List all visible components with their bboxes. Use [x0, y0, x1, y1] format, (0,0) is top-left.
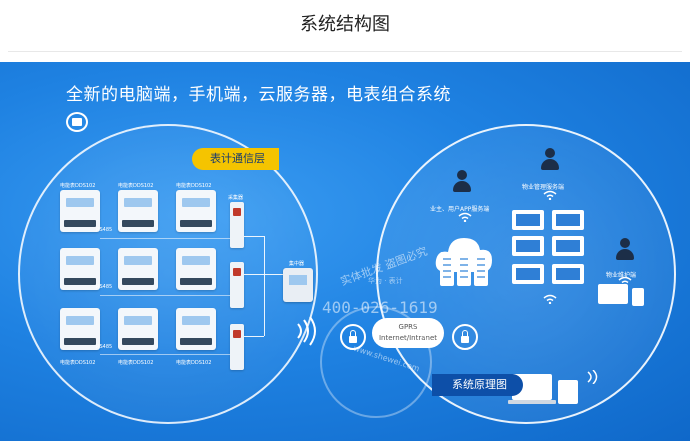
rs485-label: RS485	[96, 227, 113, 233]
meter	[60, 190, 100, 232]
dashboard-screen	[512, 236, 544, 256]
diagram-panel: 全新的电脑端，手机端，云服务器，电表组合系统 表计通信层 电能表DDS102 电…	[0, 62, 690, 441]
wifi-icon	[543, 294, 557, 304]
meter	[176, 190, 216, 232]
wire	[244, 274, 284, 275]
collector	[230, 202, 244, 248]
collector	[230, 324, 244, 370]
video-icon[interactable]	[66, 112, 88, 132]
meter	[118, 308, 158, 350]
meter	[118, 190, 158, 232]
wifi-icon	[543, 190, 557, 200]
dashboard-screen	[552, 264, 584, 284]
wifi-icon	[458, 212, 472, 222]
system-diagram-badge: 系统原理图	[432, 374, 523, 396]
dashboard-screen	[512, 264, 544, 284]
server-icon	[457, 252, 471, 286]
lock-icon	[452, 324, 478, 350]
meter	[176, 248, 216, 290]
rs485-label: RS485	[96, 344, 113, 350]
watermark-text: 华为 · 表计	[368, 277, 403, 285]
dashboard-screen	[512, 210, 544, 230]
watermark-seal	[320, 306, 432, 418]
meter-label: 电能表DDS102	[176, 360, 212, 366]
user-icon	[452, 170, 472, 192]
panel-title: 全新的电脑端，手机端，云服务器，电表组合系统	[66, 85, 451, 105]
meter-label: 电能表DDS102	[60, 360, 96, 366]
watermark-phone: 400-026-1619	[322, 298, 438, 317]
wire	[264, 236, 265, 336]
owner-app-label: 业主、用户APP服务端	[430, 206, 490, 213]
meter-label: 电能表DDS102	[60, 183, 96, 189]
page-title: 系统结构图	[300, 14, 390, 35]
property-manager-icon	[540, 148, 560, 170]
meter-label: 电能表DDS102	[118, 360, 154, 366]
collector	[230, 262, 244, 308]
maintenance-label: 物业维护端	[606, 272, 637, 279]
meter	[60, 248, 100, 290]
wireless-signal-icon	[297, 316, 316, 346]
rs485-label: RS485	[96, 284, 113, 290]
server-icon	[474, 252, 488, 286]
concentrator	[283, 268, 313, 302]
meter	[176, 308, 216, 350]
wire	[100, 238, 230, 239]
server-icon	[440, 252, 454, 286]
wireless-signal-icon	[587, 370, 598, 384]
concentrator-label: 集中器	[289, 261, 305, 267]
meter	[118, 248, 158, 290]
header-divider	[8, 51, 682, 52]
wire	[244, 336, 264, 337]
maintenance-staff-icon	[615, 238, 635, 260]
tablet-icon	[558, 380, 578, 404]
wire	[100, 295, 230, 296]
header: 系统结构图	[0, 0, 690, 62]
dashboard-screen	[552, 236, 584, 256]
phone-icon	[632, 288, 644, 306]
meter	[60, 308, 100, 350]
property-mgmt-label: 物业管理服务端	[522, 184, 565, 191]
meter-label: 电能表DDS102	[118, 183, 154, 189]
meter-layer-badge: 表计通信层	[192, 148, 279, 170]
wire	[244, 236, 264, 237]
breaker-label: 采集器	[228, 195, 244, 201]
meter-label: 电能表DDS102	[176, 183, 212, 189]
dashboard-screen	[552, 210, 584, 230]
laptop-icon	[598, 284, 628, 304]
wire	[100, 354, 230, 355]
